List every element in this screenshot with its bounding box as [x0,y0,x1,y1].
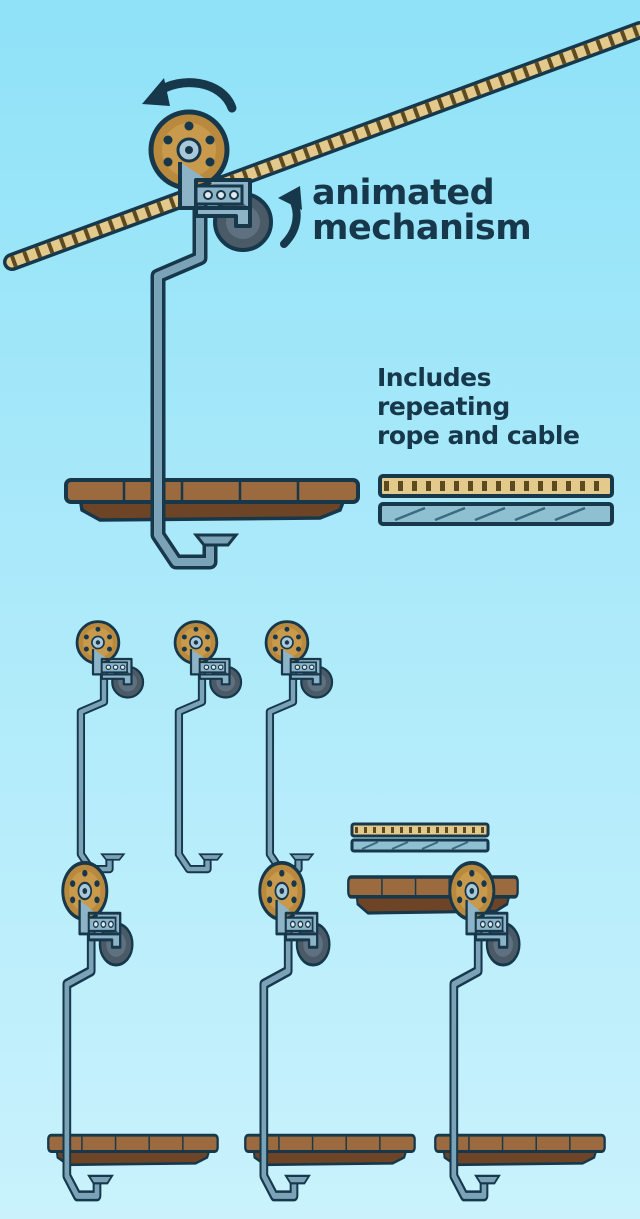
rope-sample [378,474,614,498]
small-cable-piece [350,838,490,853]
includes-line-1: Includes [377,363,492,392]
headline: animated mechanism [312,173,532,248]
includes-line-3: rope and cable [377,420,580,450]
cable-sample [378,502,614,526]
rotate-arrow-icon [278,186,302,248]
rotate-arrow-icon [142,78,237,113]
small-rope-piece [350,822,490,838]
includes-line-2: repeating [377,391,510,421]
headline-line-2: mechanism [312,208,532,248]
trolley-frame-3 [266,622,332,870]
hero-platform [64,478,360,522]
trolley-frame-1 [77,622,143,870]
includes-caption: Includes repeating rope and cable [377,363,580,450]
trolley-frame-2 [175,622,241,870]
trolley-platform-frame-1 [46,863,220,1196]
trolley-platform-frame-3 [433,863,607,1196]
headline-line-1: animated [312,173,495,213]
